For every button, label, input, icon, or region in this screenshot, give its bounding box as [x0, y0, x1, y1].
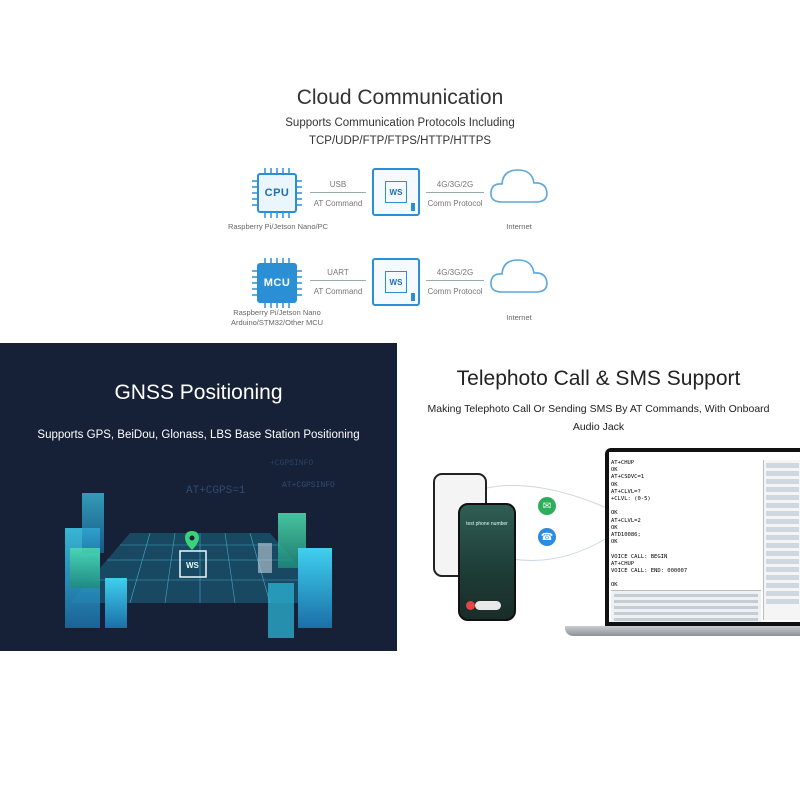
gnss-module-label: WS — [186, 561, 200, 570]
cpu-chip-icon: CPU — [252, 168, 302, 218]
module-logo: WS — [385, 271, 407, 293]
telephoto-subtitle-line1: Making Telephoto Call Or Sending SMS By … — [427, 403, 770, 415]
module-icon: WS — [372, 168, 420, 216]
gnss-panel: AT+CGPS=1 AT+CGPSINFO +CGPSINFO WS GNSS … — [0, 343, 397, 651]
cpu-host-caption: Raspberry Pi/Jetson Nano/PC — [227, 222, 329, 231]
cloud-icon — [488, 164, 550, 213]
at-command-label-2: AT Command — [313, 287, 363, 296]
terminal-line — [611, 503, 761, 510]
terminal-line: OK — [611, 467, 618, 474]
gnss-bg-text-2: AT+CGPSINFO — [282, 481, 335, 490]
terminal-line: VOICE CALL: BEGIN — [611, 553, 668, 560]
uart-label: UART — [327, 268, 349, 277]
comm-protocol-label-1: Comm Protocol — [427, 199, 483, 208]
cloud-subtitle-line2: TCP/UDP/FTP/FTPS/HTTP/HTTPS — [308, 135, 492, 147]
cloud-subtitle-line1: Supports Communication Protocols Includi… — [285, 117, 515, 129]
network-arrow-icon — [426, 280, 484, 281]
comm-protocol-label-2: Comm Protocol — [427, 287, 483, 296]
terminal-bottom-bar — [611, 590, 761, 622]
terminal-line: AT+CHUP — [611, 460, 635, 466]
call-icon: ☎ — [538, 528, 556, 546]
terminal-line — [611, 546, 761, 553]
internet-caption-1: Internet — [506, 222, 532, 231]
gnss-city-illustration: AT+CGPS=1 AT+CGPSINFO +CGPSINFO WS — [65, 459, 335, 638]
usb-label: USB — [329, 180, 347, 189]
terminal-line: OK — [611, 510, 618, 517]
terminal-line: OK — [611, 481, 618, 488]
connection-row-cpu: CPU Raspberry Pi/Jetson Nano/PC USB AT C… — [0, 160, 800, 240]
connection-curves — [486, 485, 608, 561]
terminal-line: +CLVL: (0-5) — [611, 496, 651, 503]
gnss-bg-text-3: +CGPSINFO — [270, 459, 313, 468]
phone-number-text: test phone number — [466, 521, 508, 527]
telephoto-subtitle-line2: Audio Jack — [572, 421, 625, 433]
module-icon: WS — [372, 258, 420, 306]
laptop-base — [565, 626, 800, 636]
module-logo: WS — [385, 181, 407, 203]
telephoto-panel: Telephoto Call & SMS Support Making Tele… — [397, 343, 800, 651]
mcu-host-caption-line1: Raspberry Pi/Jetson Nano — [233, 308, 321, 317]
hangup-icon — [466, 601, 475, 610]
uart-arrow-icon — [310, 280, 366, 281]
mcu-chip-label: MCU — [263, 277, 291, 289]
mcu-host-caption-line2: Arduino/STM32/Other MCU — [230, 318, 324, 327]
at-command-label-1: AT Command — [313, 199, 363, 208]
gnss-bg-text-1: AT+CGPS=1 — [186, 485, 246, 497]
sms-icon: ✉ — [538, 497, 556, 515]
terminal-line: ATD10086; — [611, 532, 641, 539]
terminal-line — [611, 575, 761, 582]
internet-caption-2: Internet — [506, 313, 532, 322]
cloud-communication-section: Cloud Communication Supports Communicati… — [0, 0, 800, 342]
gnss-subtitle: Supports GPS, BeiDou, Glonass, LBS Base … — [37, 429, 360, 441]
cloud-title: Cloud Communication — [296, 86, 504, 109]
connection-row-mcu: MCU Raspberry Pi/Jetson Nano Arduino/STM… — [0, 250, 800, 330]
phone-call-screen: test phone number — [458, 503, 516, 621]
mcu-chip-icon: MCU — [252, 258, 302, 308]
network-arrow-icon — [426, 192, 484, 193]
cpu-chip-label: CPU — [264, 187, 290, 199]
cloud-icon — [488, 254, 550, 303]
terminal-line: OK — [611, 524, 618, 531]
terminal-line: AT+CLVL=2 — [611, 517, 641, 524]
terminal-line: AT+CLVL=? — [611, 488, 641, 495]
terminal-line: AT+CHUP — [611, 560, 635, 567]
terminal-line: OK — [611, 582, 618, 589]
terminal-sidepane — [763, 460, 800, 620]
answer-slider — [475, 601, 501, 610]
network-label-1: 4G/3G/2G — [436, 180, 474, 189]
terminal-line: AT+CSDVC=1 — [611, 474, 645, 481]
terminal-line: VOICE CALL: END: 000007 — [611, 568, 688, 575]
terminal-line: OK — [611, 539, 618, 546]
usb-arrow-icon — [310, 192, 366, 193]
network-label-2: 4G/3G/2G — [436, 268, 474, 277]
gnss-title: GNSS Positioning — [114, 381, 283, 404]
telephoto-title: Telephoto Call & SMS Support — [456, 367, 741, 390]
